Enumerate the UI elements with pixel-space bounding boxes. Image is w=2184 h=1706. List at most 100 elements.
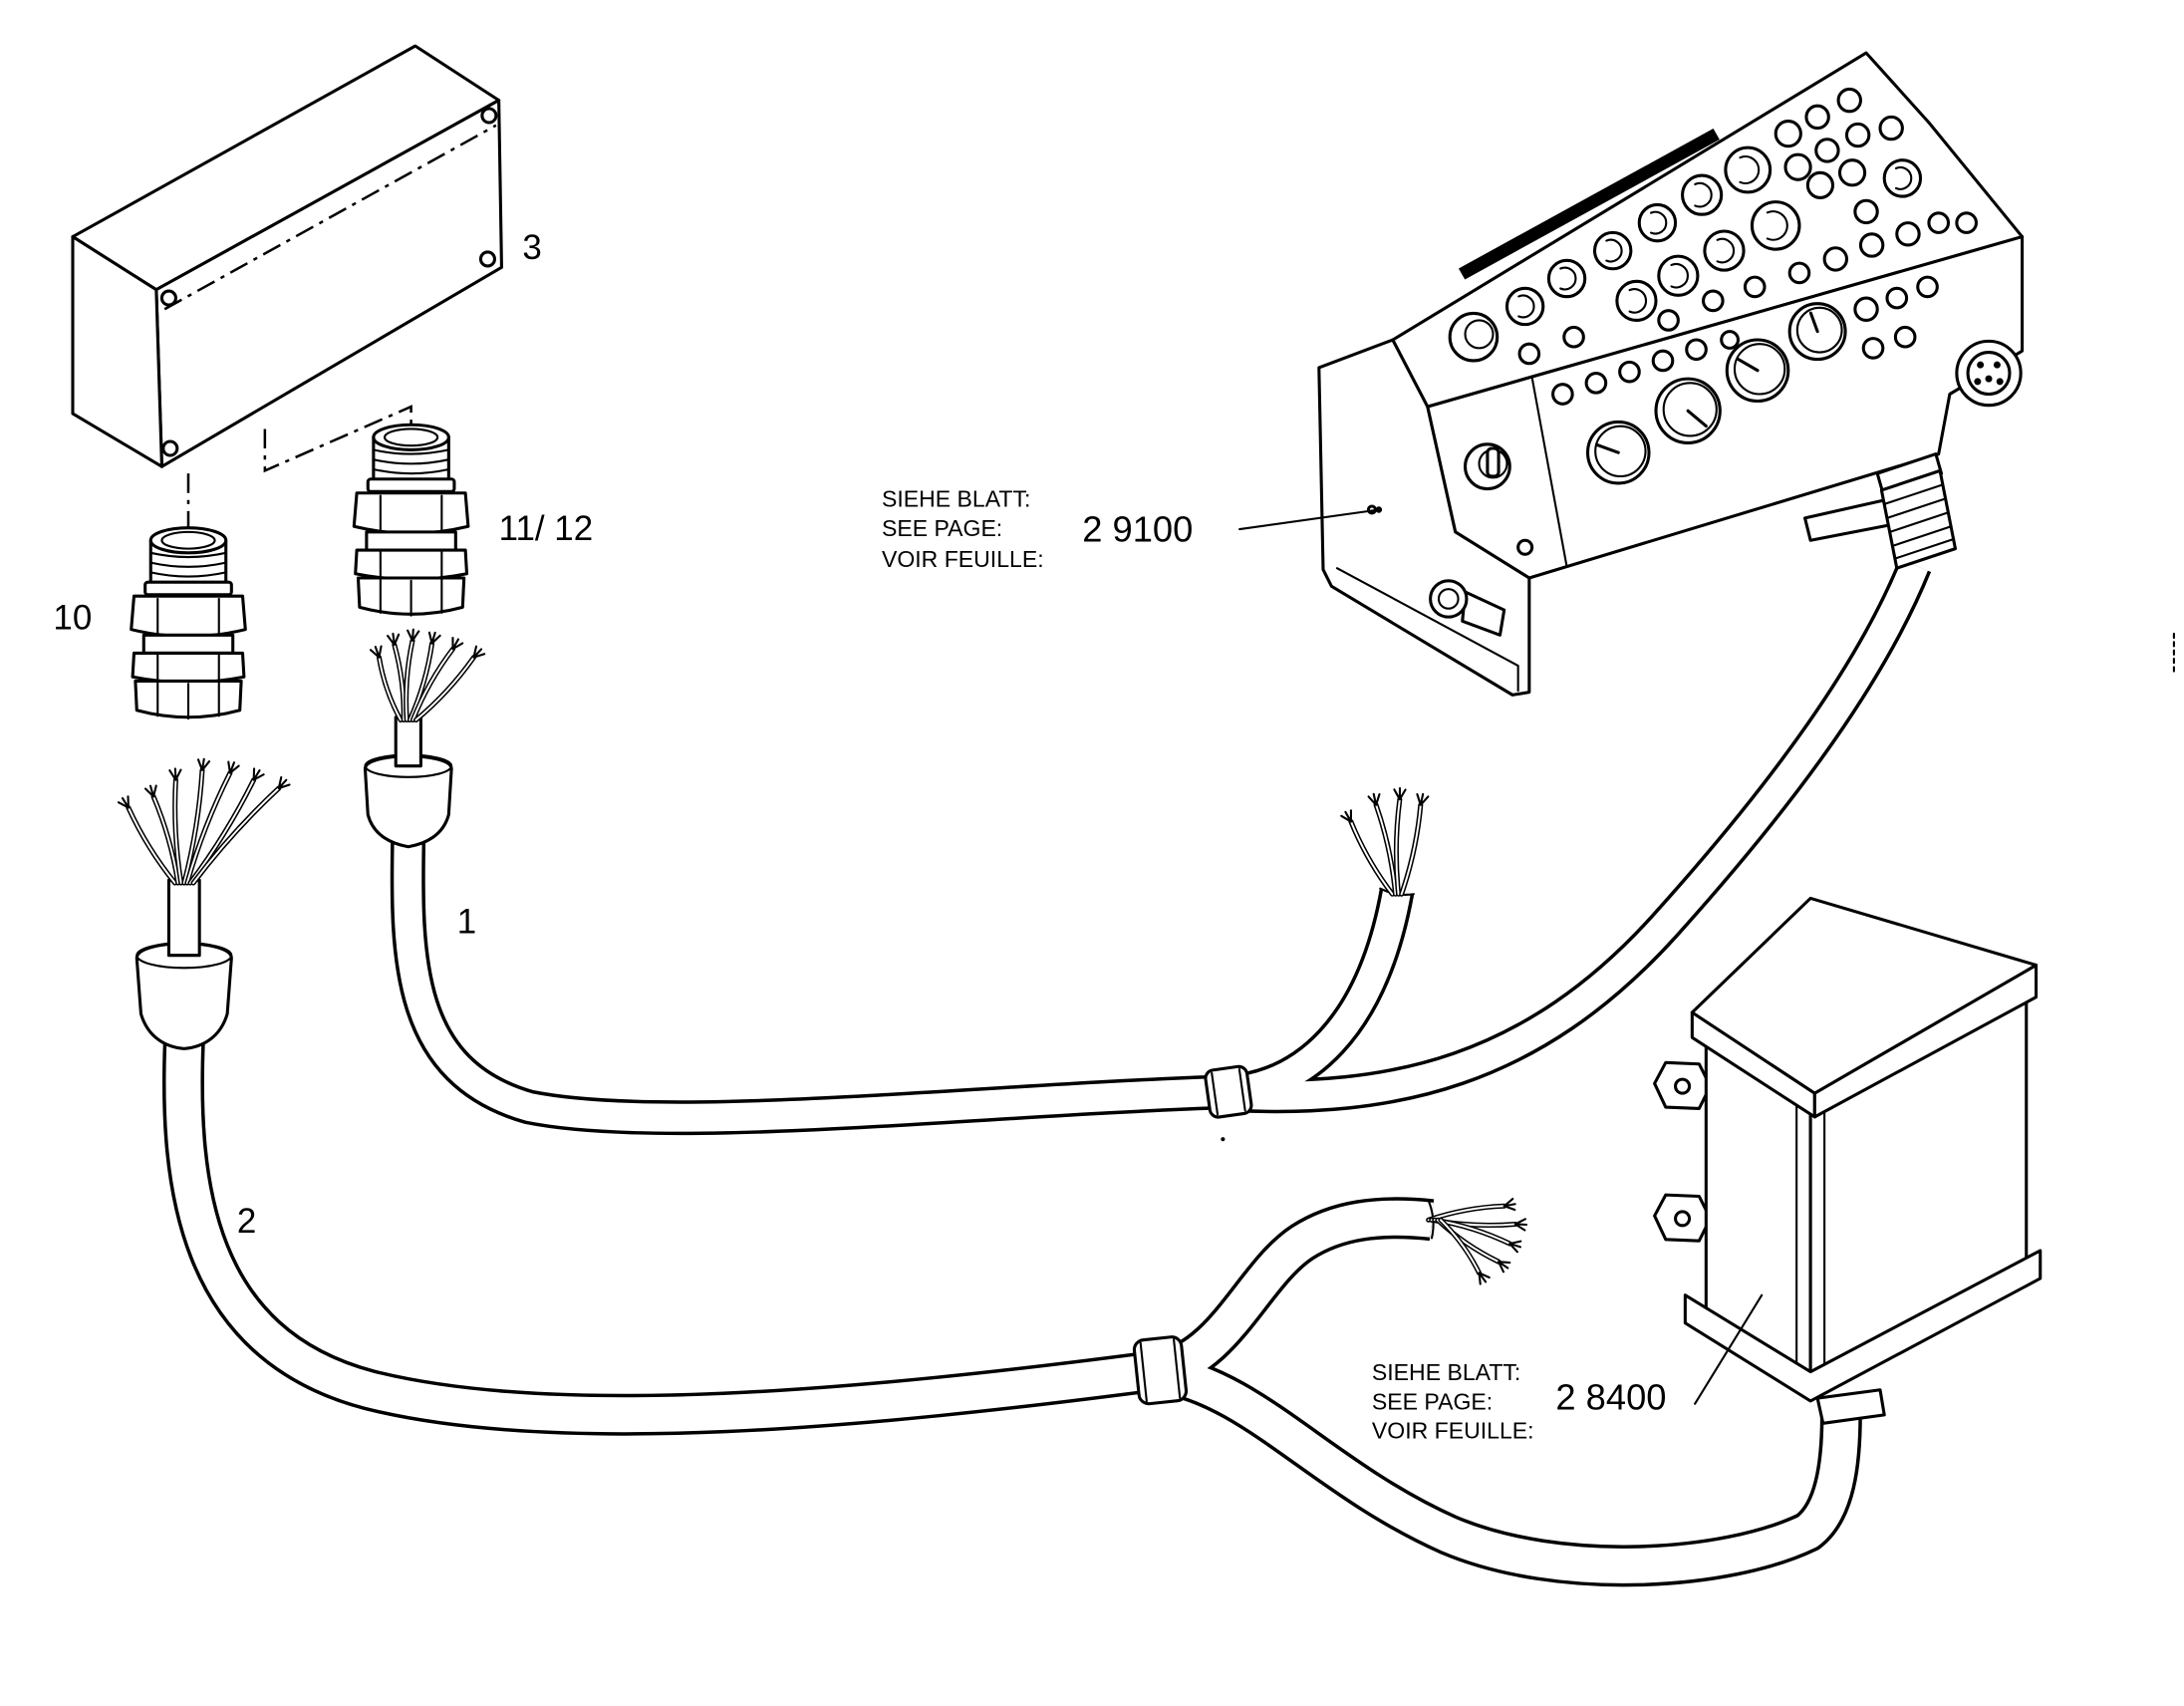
cable-2-branch-box-fill xyxy=(1160,1373,1840,1565)
screw-icon xyxy=(159,289,177,307)
console-gauges xyxy=(1448,87,1978,485)
gauge-bezel xyxy=(1670,262,1689,289)
wire-strands xyxy=(196,757,211,771)
dial-face xyxy=(1733,343,1786,396)
callout-10: 10 xyxy=(53,599,92,638)
knob-icon xyxy=(1448,311,1500,363)
see-page-label-en: SEE PAGE: xyxy=(882,515,1002,541)
leader-line xyxy=(1238,508,1380,531)
wire-strands xyxy=(1513,1218,1528,1232)
gauge-icon xyxy=(1517,342,1541,366)
gauge-icon xyxy=(1618,360,1641,384)
gauge-icon xyxy=(1584,372,1608,395)
wire xyxy=(190,785,282,886)
wire-insulation xyxy=(414,656,475,721)
leader-dot xyxy=(1375,506,1383,513)
wire-strands xyxy=(1416,792,1430,806)
mounting-ear-icon xyxy=(1653,1193,1713,1243)
wire-strands xyxy=(1478,1272,1491,1285)
gauge-icon xyxy=(1882,158,1923,198)
wire-strands xyxy=(227,760,240,774)
wire-insulation xyxy=(378,656,403,721)
wire-insulation xyxy=(1375,803,1397,896)
gauge-icon xyxy=(1895,221,1921,247)
wire-strands xyxy=(117,795,130,809)
wire-strands xyxy=(252,767,265,781)
wire-strands xyxy=(407,628,420,642)
reference-2-8400: SIEHE BLATT: SEE PAGE: VOIR FEUILLE: 2 8… xyxy=(1372,1293,1764,1444)
mounting-ear-icon xyxy=(1653,1060,1713,1110)
wire-insulation xyxy=(127,806,176,885)
gauge-icon xyxy=(1562,325,1585,349)
cable-1-boot xyxy=(363,715,453,849)
socket-cap-icon xyxy=(1429,579,1506,637)
screw-icon xyxy=(1516,538,1534,556)
gauge-icon xyxy=(1927,211,1951,234)
dial-face xyxy=(1662,382,1718,437)
callout-1: 1 xyxy=(457,902,476,941)
gauge-bezel xyxy=(1605,238,1623,263)
junction-box-side xyxy=(71,235,163,468)
gauge-icon xyxy=(1844,122,1871,148)
gauge-icon xyxy=(1783,152,1812,181)
wire-insulation xyxy=(182,768,203,885)
reference-2-9100: SIEHE BLATT: SEE PAGE: VOIR FEUILLE: 2 9… xyxy=(882,486,1383,572)
wire-strands xyxy=(1393,786,1407,801)
gauge-icon xyxy=(1822,246,1849,272)
gauge-icon xyxy=(1657,309,1680,332)
stray-dot xyxy=(1221,1137,1226,1142)
callout-2: 2 xyxy=(237,1202,256,1241)
cable-1-main xyxy=(408,833,1228,1118)
screw-icon xyxy=(480,107,498,125)
key-switch-icon xyxy=(1464,442,1511,491)
gauge-icon xyxy=(1836,87,1862,114)
see-page-number: 2 8400 xyxy=(1555,1376,1666,1417)
wire-strands xyxy=(168,767,182,781)
control-box xyxy=(1653,896,2043,1425)
gauge-icon xyxy=(1504,286,1545,327)
gauge-bezel xyxy=(1649,210,1668,235)
wire-insulation xyxy=(1349,820,1394,896)
gauge-icon xyxy=(1651,349,1675,373)
gauge-bezel xyxy=(1628,288,1647,314)
dial-needle xyxy=(1595,443,1620,454)
console-rail xyxy=(1458,129,1720,280)
gauge-icon xyxy=(1750,200,1801,251)
cable-2-boot xyxy=(135,878,233,1050)
wire-insulation xyxy=(185,771,231,885)
see-page-label-de: SIEHE BLATT: xyxy=(1372,1359,1520,1385)
gauge-bezel xyxy=(1559,266,1577,291)
gauge-icon xyxy=(1637,202,1678,243)
gauge-bezel xyxy=(1716,237,1736,264)
gauge-icon xyxy=(1853,198,1879,225)
box-flange xyxy=(1683,1249,2043,1403)
gauge-icon xyxy=(1955,211,1978,234)
gauge-icon xyxy=(1546,258,1587,299)
dial-face xyxy=(1594,425,1647,478)
gauge-icon xyxy=(1805,170,1835,199)
wire-strands xyxy=(472,645,486,659)
wire-strands xyxy=(1367,792,1381,806)
wire-strands xyxy=(369,645,383,659)
wire-strands xyxy=(427,631,441,645)
gauge-icon xyxy=(1551,383,1574,406)
dial-needle xyxy=(1808,311,1819,334)
wire xyxy=(1373,802,1399,897)
round-connector-icon xyxy=(1955,339,2023,408)
console-cable-connector xyxy=(1875,452,1958,570)
panel-divider xyxy=(1530,376,1568,568)
cable-1-branch-open-fill xyxy=(1228,891,1397,1091)
box-edge-line xyxy=(1795,1101,1826,1373)
lid-seam-line xyxy=(163,124,497,311)
screw-icon xyxy=(161,439,179,457)
gauge-bezel xyxy=(1766,210,1788,241)
gauge-icon xyxy=(1657,254,1700,297)
gauge-icon xyxy=(1814,138,1840,163)
gauge-icon xyxy=(1837,158,1867,187)
gauge-icon xyxy=(1681,173,1724,216)
gauge-icon xyxy=(1861,337,1885,360)
junction-box xyxy=(71,44,503,468)
callout-3: 3 xyxy=(522,228,541,267)
callout-11-12: 11/ 12 xyxy=(499,509,593,548)
wire-strands xyxy=(143,784,157,798)
